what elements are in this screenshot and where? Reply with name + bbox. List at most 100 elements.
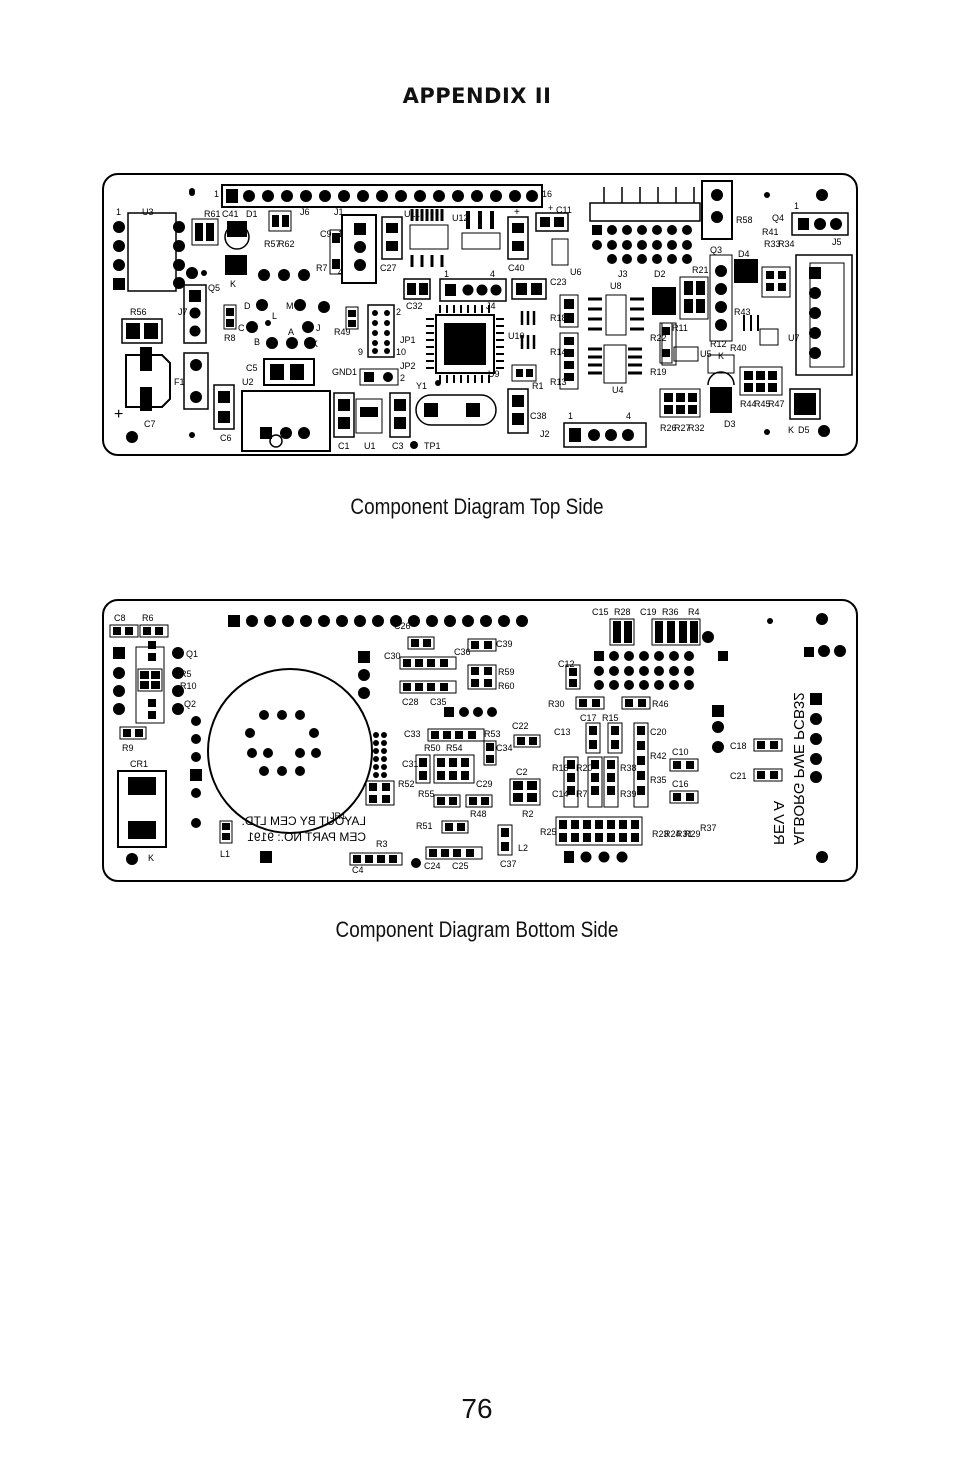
silk-label: A <box>288 327 294 337</box>
silk-label: C21 <box>730 771 747 781</box>
silk-label: C20 <box>650 727 667 737</box>
page-number: 76 <box>461 1393 493 1424</box>
bottom-silkscreen-labels: C8 R6 C15 R28 C19 R36 R4 Q1 R5 R10 Q2 C2… <box>114 607 747 875</box>
silk-label: 2 <box>400 373 405 383</box>
silk-label: R58 <box>736 215 753 225</box>
silk-label: R44 <box>740 399 757 409</box>
silk-label: CR1 <box>130 759 148 769</box>
silk-label: GND1 <box>332 367 357 377</box>
silk-label: L <box>272 311 277 321</box>
silk-label: C34 <box>496 743 513 753</box>
silk-label: C7 <box>144 419 156 429</box>
silk-label: C33 <box>404 729 421 739</box>
silk-label: R7 <box>576 789 588 799</box>
silk-label: C16 <box>672 779 689 789</box>
component-diagram-bottom: LAYOUT BY CEM LTD. CEM PART NO.: 9191 RE… <box>102 599 858 882</box>
silk-label: C <box>238 323 245 333</box>
silk-label: C12 <box>558 659 575 669</box>
silk-label: 2 <box>396 307 401 317</box>
silk-label: R37 <box>700 823 717 833</box>
silk-label: U8 <box>610 281 622 291</box>
silk-label: Q3 <box>710 245 722 255</box>
silk-label: R15 <box>602 713 619 723</box>
silk-label: K <box>230 279 236 289</box>
silk-label: 1 <box>794 201 799 211</box>
silk-label: Q5 <box>208 283 220 293</box>
silk-label: R10 <box>180 681 197 691</box>
silk-label: R8 <box>224 333 236 343</box>
silk-label: C2 <box>516 767 528 777</box>
silk-label: C35 <box>430 697 447 707</box>
silk-label: 1 <box>444 269 449 279</box>
j6-pin1-label: 1 <box>214 189 219 199</box>
silk-label: R57 <box>264 239 281 249</box>
silk-label: C9 <box>320 229 332 239</box>
silk-label: R18 <box>550 313 567 323</box>
silk-label: H <box>322 303 329 313</box>
silk-label: G <box>300 271 307 281</box>
silk-label: R39 <box>620 789 637 799</box>
silk-label: C27 <box>380 263 397 273</box>
silk-label: D3 <box>724 419 736 429</box>
bottom-board-svg: LAYOUT BY CEM LTD. CEM PART NO.: 9191 RE… <box>109 607 846 875</box>
silk-label: JR1 <box>330 811 346 821</box>
silk-label: TP1 <box>424 441 441 451</box>
top-diagram-caption: Component Diagram Top Side <box>350 494 604 519</box>
silk-label: 10 <box>396 347 406 357</box>
silk-label: R40 <box>730 343 747 353</box>
silk-label: J6 <box>300 207 310 217</box>
silk-label: R55 <box>418 789 435 799</box>
silk-label: U1 <box>364 441 376 451</box>
silk-label: R22 <box>650 333 667 343</box>
silk-label: M <box>286 301 294 311</box>
silk-label: 4 <box>626 411 631 421</box>
silk-label: R11 <box>672 323 688 333</box>
c40-plus: + <box>514 207 520 218</box>
silk-label: B <box>254 337 260 347</box>
silk-label: Q1 <box>186 649 198 659</box>
silk-label: R29 <box>684 829 701 839</box>
silk-partno-text: CEM PART NO.: 9191 <box>247 830 366 844</box>
silk-label: R3 <box>376 839 388 849</box>
silk-label: D1 <box>246 209 258 219</box>
silk-label: J4 <box>486 301 496 311</box>
silk-label: C40 <box>508 263 525 273</box>
c7-plus: + <box>114 406 123 423</box>
silk-label: C5 <box>246 363 258 373</box>
silk-label: C13 <box>554 727 571 737</box>
silk-label: C4 <box>352 865 364 875</box>
silk-label: R12 <box>710 339 727 349</box>
silk-label: C26 <box>394 621 411 631</box>
silk-label: C31 <box>402 759 419 769</box>
silk-board-name-text: ALBORG PWE PCB32 <box>790 692 807 845</box>
silk-label: R34 <box>778 239 795 249</box>
silk-label: C10 <box>672 747 689 757</box>
j6-pins <box>226 189 538 203</box>
silk-label: R2 <box>522 809 534 819</box>
silk-label: U10 <box>508 331 525 341</box>
silk-label: U2 <box>242 377 254 387</box>
silk-label: R25 <box>540 827 557 837</box>
silk-label: R6 <box>142 613 154 623</box>
silk-label: R27 <box>674 423 691 433</box>
silk-label: R61 <box>204 209 221 219</box>
silk-label: L2 <box>518 843 528 853</box>
silk-label: R52 <box>398 779 415 789</box>
silk-label: C24 <box>424 861 441 871</box>
silk-label: U7 <box>788 333 800 343</box>
silk-label: K <box>718 351 724 361</box>
silk-label: 1 <box>116 207 121 217</box>
silk-label: R50 <box>424 743 441 753</box>
silk-label: C6 <box>220 433 232 443</box>
silk-label: R41 <box>762 227 779 237</box>
silk-label: L1 <box>220 849 230 859</box>
silk-label: K <box>312 339 318 349</box>
silk-label: R14 <box>550 347 567 357</box>
bottom-header-pins <box>228 615 528 627</box>
silk-label: R60 <box>498 681 515 691</box>
silk-label: R54 <box>446 743 463 753</box>
silk-label: K <box>148 853 154 863</box>
silk-label: R28 <box>614 607 631 617</box>
silk-label: R13 <box>550 377 567 387</box>
silk-label: E <box>260 271 266 281</box>
